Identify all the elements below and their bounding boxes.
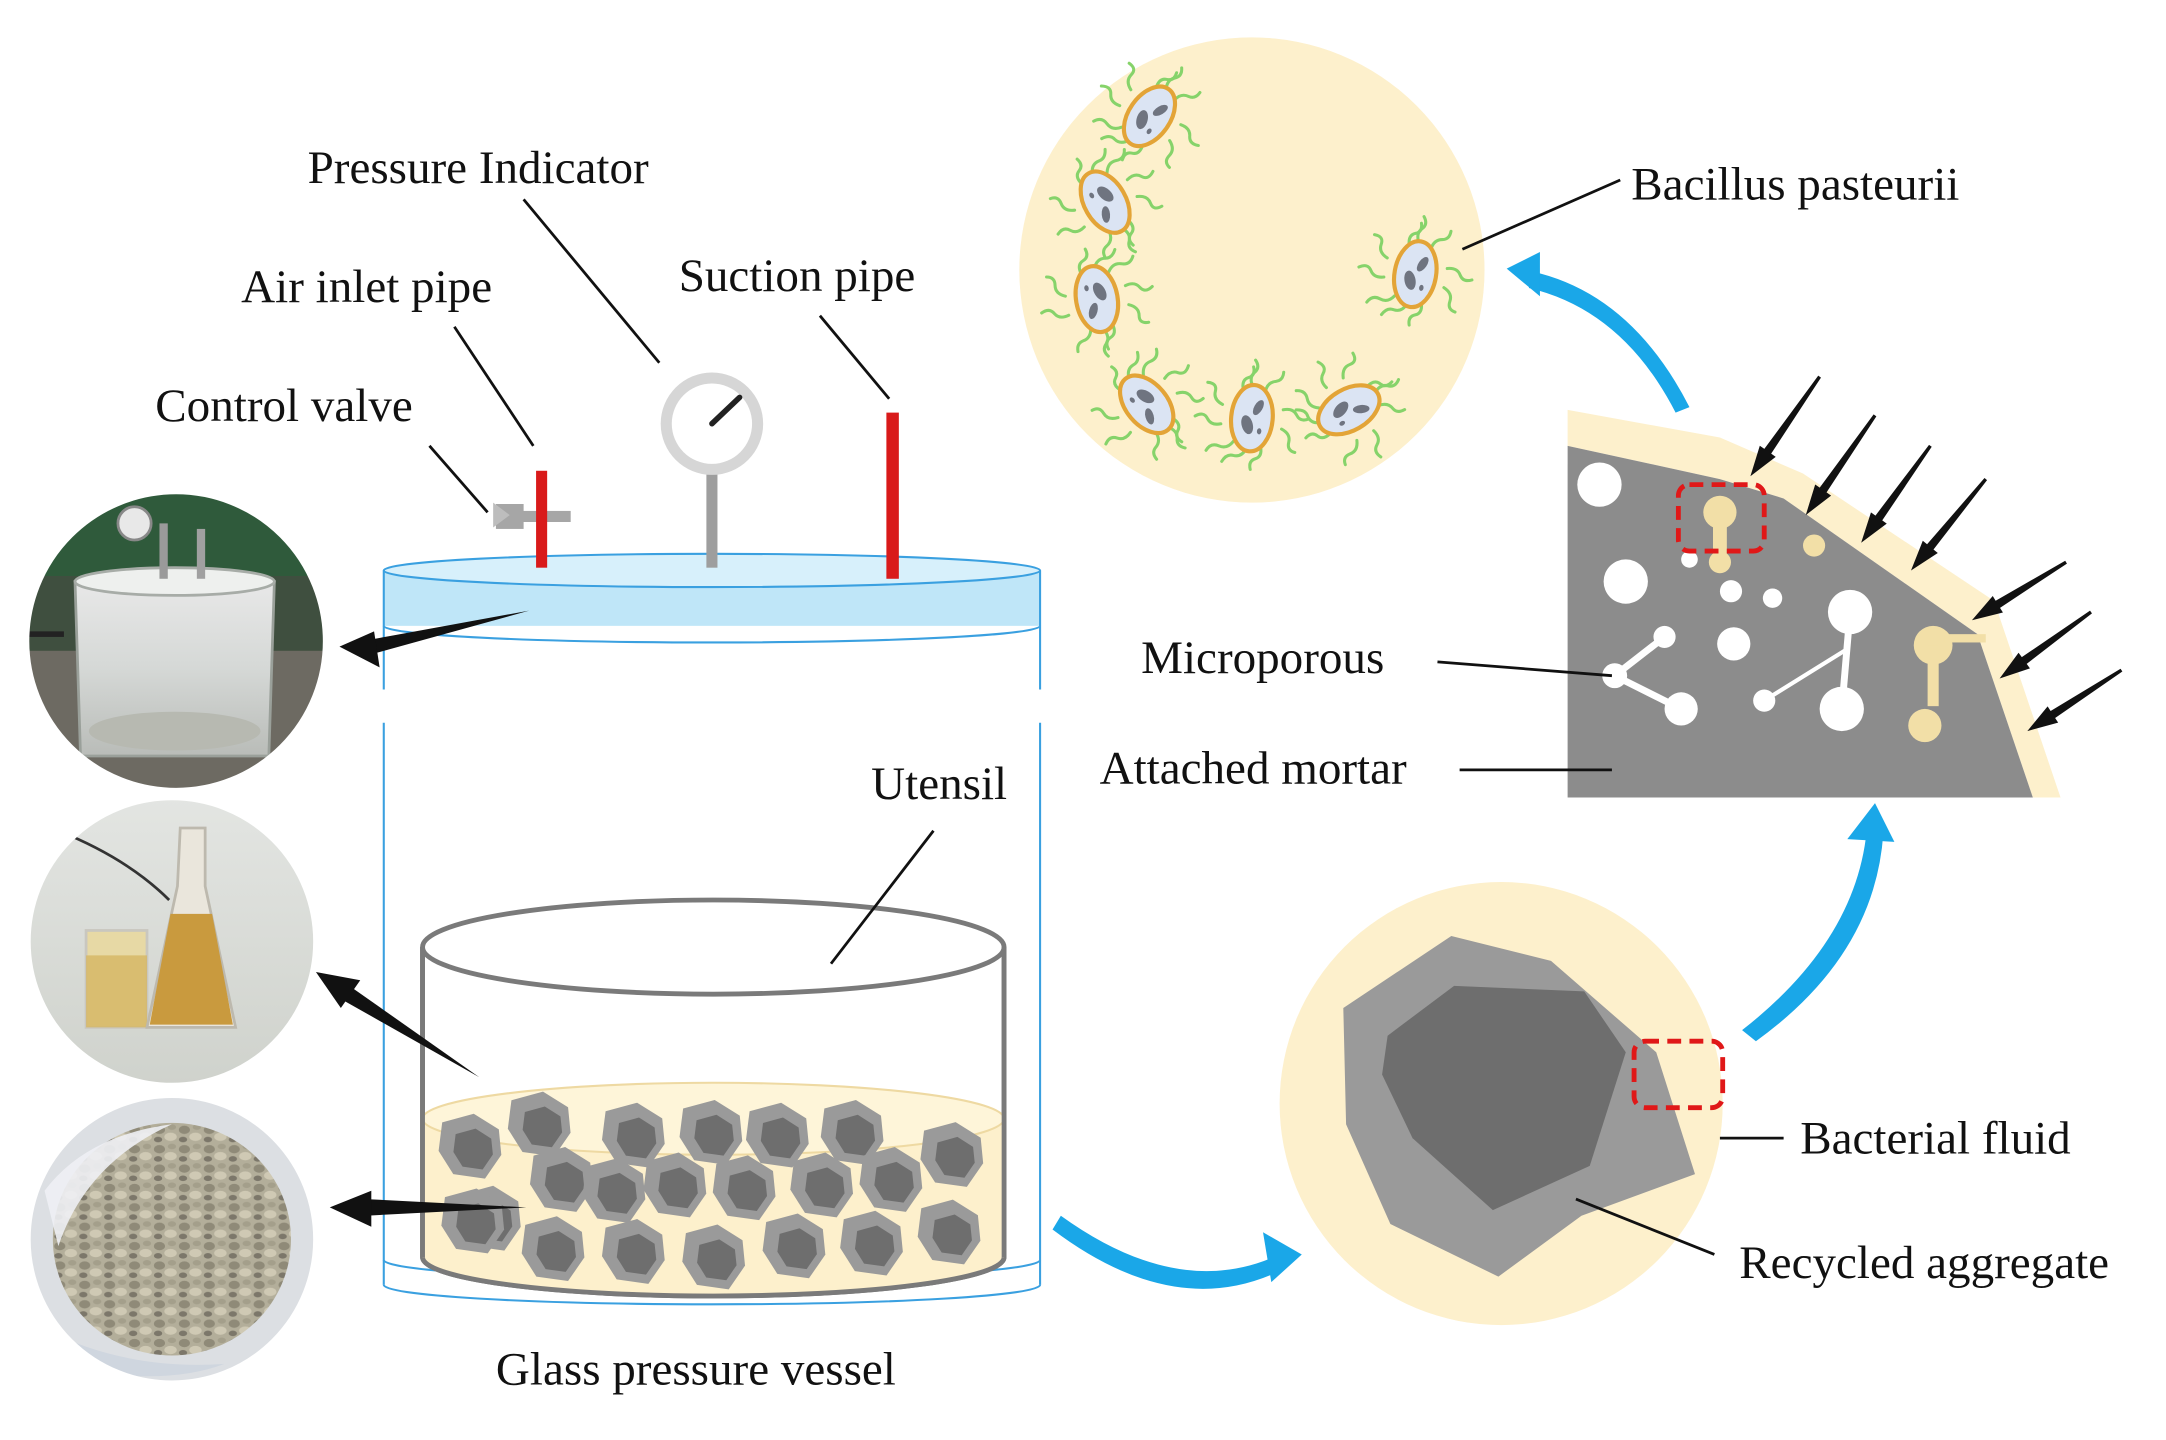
penetration-arrow bbox=[1805, 414, 1877, 516]
bacteria-circle bbox=[1019, 36, 1485, 503]
aggregate-stone-core bbox=[658, 1167, 698, 1209]
labels: Pressure Indicator Air inlet pipe Suctio… bbox=[155, 142, 2109, 1396]
label-bacterial-fluid: Bacterial fluid bbox=[1800, 1112, 2071, 1164]
aggregate-stone-core bbox=[697, 1239, 737, 1281]
photo-bacterial-fluid bbox=[27, 797, 316, 1086]
label-utensil: Utensil bbox=[871, 758, 1007, 810]
flow-arrow-to-aggregate bbox=[1052, 1215, 1286, 1289]
zoom-box-aggregate bbox=[1631, 1038, 1726, 1111]
label-suction-pipe: Suction pipe bbox=[679, 250, 916, 302]
aggregate-stone-core bbox=[935, 1136, 975, 1178]
utensil-rim bbox=[420, 897, 1007, 997]
aggregate-stone-core bbox=[453, 1128, 493, 1170]
label-microporous: Microporous bbox=[1141, 632, 1384, 684]
photo-glass-vessel bbox=[26, 491, 326, 791]
fluid-filled-pores bbox=[1703, 495, 1986, 743]
micropores bbox=[1577, 462, 1873, 732]
aggregate-stone-core bbox=[456, 1203, 496, 1245]
aggregate-stone-core bbox=[694, 1114, 734, 1156]
suction-pipe bbox=[886, 412, 899, 579]
bacterial-fluid-layer bbox=[1567, 409, 2061, 798]
glass-pressure-vessel bbox=[382, 372, 1042, 1306]
utensil bbox=[420, 897, 1007, 1299]
penetration-arrow bbox=[1999, 610, 2092, 679]
air-inlet-pipe bbox=[536, 470, 548, 568]
aggregate-stone-core bbox=[616, 1117, 657, 1159]
aggregate-stone-core bbox=[536, 1231, 576, 1272]
flow-arrows bbox=[1052, 252, 1895, 1289]
penetration-arrow bbox=[1861, 444, 1932, 543]
label-pressure-indicator: Pressure Indicator bbox=[308, 142, 649, 194]
control-valve[interactable] bbox=[493, 502, 571, 529]
pressure-indicator bbox=[660, 372, 764, 568]
label-glass-pressure-vessel: Glass pressure vessel bbox=[496, 1344, 896, 1396]
aggregate-stone-core bbox=[544, 1161, 585, 1203]
label-air-inlet-pipe: Air inlet pipe bbox=[241, 261, 492, 313]
label-bacillus-pasteurii: Bacillus pasteurii bbox=[1631, 158, 1959, 210]
vessel-bottom bbox=[382, 1284, 1042, 1306]
label-recycled-aggregate: Recycled aggregate bbox=[1739, 1237, 2109, 1289]
aggregate-stone-core bbox=[727, 1170, 768, 1211]
natural-aggregate-core bbox=[1382, 985, 1626, 1211]
label-attached-mortar: Attached mortar bbox=[1100, 743, 1407, 795]
penetration-arrow bbox=[2027, 668, 2123, 732]
aggregate-stone-core bbox=[777, 1228, 817, 1270]
photo-pointer-arrows bbox=[315, 610, 530, 1227]
leader-lines-left bbox=[428, 198, 935, 965]
photo-recycled-aggregate bbox=[27, 1095, 316, 1384]
aggregate-stone-core bbox=[522, 1106, 563, 1148]
label-control-valve: Control valve bbox=[155, 380, 413, 432]
penetration-arrow bbox=[1750, 375, 1821, 477]
aggregate-stone-core bbox=[760, 1117, 801, 1159]
aggregate-stone-core bbox=[616, 1233, 657, 1275]
aggregate-stone-core bbox=[874, 1161, 914, 1203]
penetration-arrow bbox=[1911, 478, 1988, 571]
penetration-arrow bbox=[1971, 560, 2067, 621]
flow-arrow-to-bacteria bbox=[1528, 271, 1690, 413]
flow-arrow-to-mortar bbox=[1742, 830, 1884, 1042]
recycled-aggregate-circle bbox=[1279, 882, 1726, 1326]
aggregate-stone-core bbox=[854, 1225, 895, 1267]
zoom-box-mortar bbox=[1675, 482, 1767, 554]
mortar-cross-section bbox=[1567, 375, 2123, 798]
aggregate-stone-core bbox=[805, 1167, 845, 1209]
penetration-arrows bbox=[1750, 375, 2123, 732]
aggregate-stone-core bbox=[932, 1214, 972, 1256]
leader-lines-right bbox=[1437, 178, 1784, 1256]
aggregate-stone-core bbox=[597, 1172, 637, 1214]
aggregate-stone-core bbox=[835, 1114, 876, 1156]
gauge-needle bbox=[709, 394, 743, 427]
